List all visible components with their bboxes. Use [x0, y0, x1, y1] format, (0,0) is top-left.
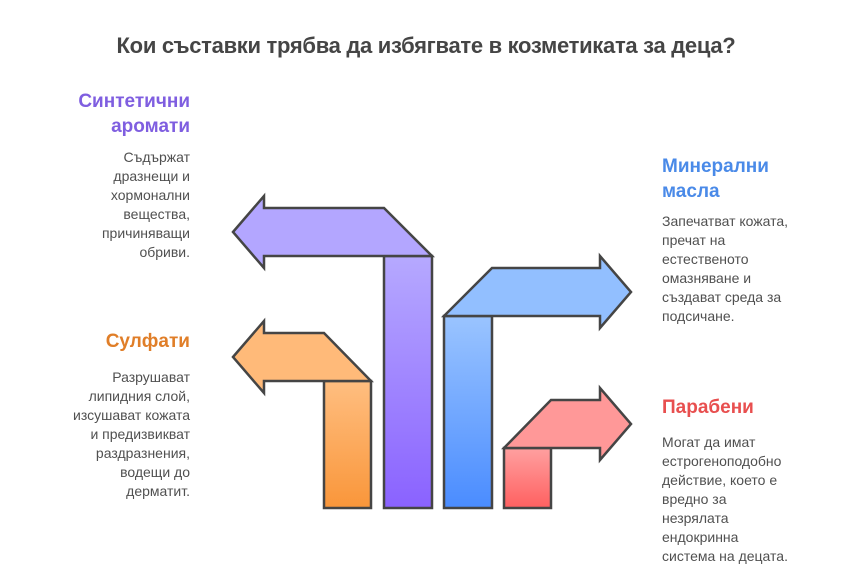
arrow-synthetic-fragrances: [231, 192, 436, 510]
description-mineral-oils: Запечатват кожата, пречат на естественот…: [662, 213, 789, 324]
heading-parabens: Парабени: [662, 397, 754, 418]
heading-sulfates: Сулфати: [105, 331, 190, 352]
heading-synthetic-fragrances: Синтетични аромати: [78, 91, 190, 137]
arrow-sulfates: [231, 317, 374, 510]
description-parabens: Могат да имат естрогеноподобно действие,…: [662, 434, 788, 564]
description-sulfates: Разрушават липидния слой, изсушават кожа…: [73, 369, 190, 499]
description-synthetic-fragrances: Съдържат дразнещи и хормонални вещества,…: [101, 149, 190, 260]
arrow-parabens: [501, 384, 633, 510]
page-title: Кои съставки трябва да избягвате в козме…: [116, 33, 736, 58]
heading-mineral-oils: Минерални масла: [662, 156, 769, 202]
arrow-mineral-oils: [440, 252, 633, 510]
